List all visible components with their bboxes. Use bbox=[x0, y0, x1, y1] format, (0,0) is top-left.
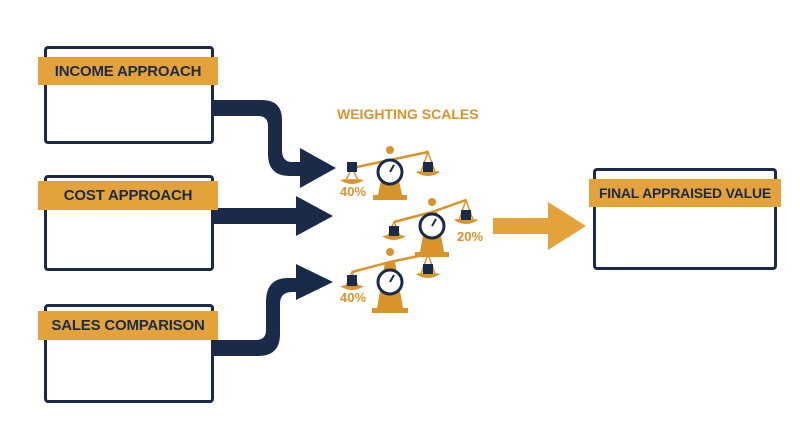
income-approach-label: INCOME APPROACH bbox=[38, 57, 218, 85]
sales-comparison-label: SALES COMPARISON bbox=[38, 311, 218, 340]
output-arrow bbox=[493, 202, 586, 250]
cost-flow-arrow bbox=[212, 196, 333, 236]
scale-cost bbox=[382, 197, 478, 257]
weight-income: 40% bbox=[340, 184, 367, 199]
sales-flow-arrow bbox=[212, 264, 333, 356]
scale-income bbox=[340, 146, 440, 200]
weight-sales: 40% bbox=[340, 290, 367, 305]
scale-sales bbox=[340, 248, 440, 313]
weight-cost: 20% bbox=[457, 229, 484, 244]
cost-approach-label: COST APPROACH bbox=[38, 181, 218, 210]
income-flow-arrow bbox=[212, 100, 336, 188]
final-value-label: FINAL APPRAISED VALUE bbox=[589, 179, 781, 207]
weighting-scales-title: WEIGHTING SCALES bbox=[337, 106, 479, 122]
